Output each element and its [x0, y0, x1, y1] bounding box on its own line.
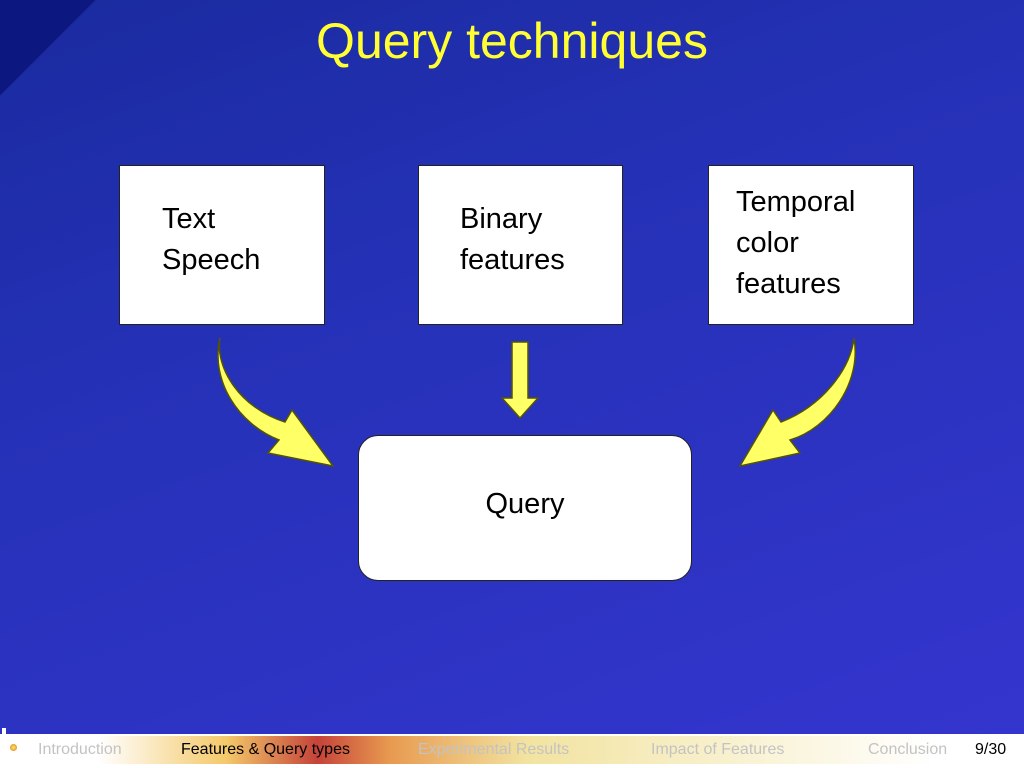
down-arrow-icon: [500, 341, 540, 420]
box-line: Speech: [162, 244, 261, 276]
query-box: Query: [358, 435, 692, 581]
slide-title: Query techniques: [316, 13, 708, 69]
box-line: Binary: [460, 203, 543, 235]
nav-impact-of-features[interactable]: Impact of Features: [651, 741, 785, 758]
nav-bullet-icon: [10, 744, 17, 751]
page-number: 9/30: [975, 741, 1007, 758]
curved-arrow-right-icon: [738, 337, 856, 468]
nav-introduction[interactable]: Introduction: [38, 741, 122, 758]
nav-features-query-types[interactable]: Features & Query types: [181, 741, 350, 758]
box-line: Text: [162, 203, 216, 235]
text-speech-box: Text Speech: [119, 165, 325, 325]
footer-bar: [26, 736, 936, 764]
binary-features-box: Binary features: [418, 165, 623, 325]
box-line: color: [736, 227, 799, 259]
box-line: Temporal: [736, 186, 856, 218]
curved-arrow-left-icon: [217, 337, 335, 468]
footer-tick: [2, 728, 6, 736]
nav-conclusion[interactable]: Conclusion: [868, 741, 948, 758]
box-line: features: [736, 268, 841, 300]
nav-experimental-results[interactable]: Experimental Results: [418, 741, 570, 758]
box-line: features: [460, 244, 565, 276]
temporal-color-features-box: Temporal color features: [708, 165, 914, 325]
corner-shade: [0, 0, 110, 100]
footer-nav: Introduction Features & Query types Expe…: [0, 734, 1024, 768]
query-label: Query: [485, 488, 565, 520]
